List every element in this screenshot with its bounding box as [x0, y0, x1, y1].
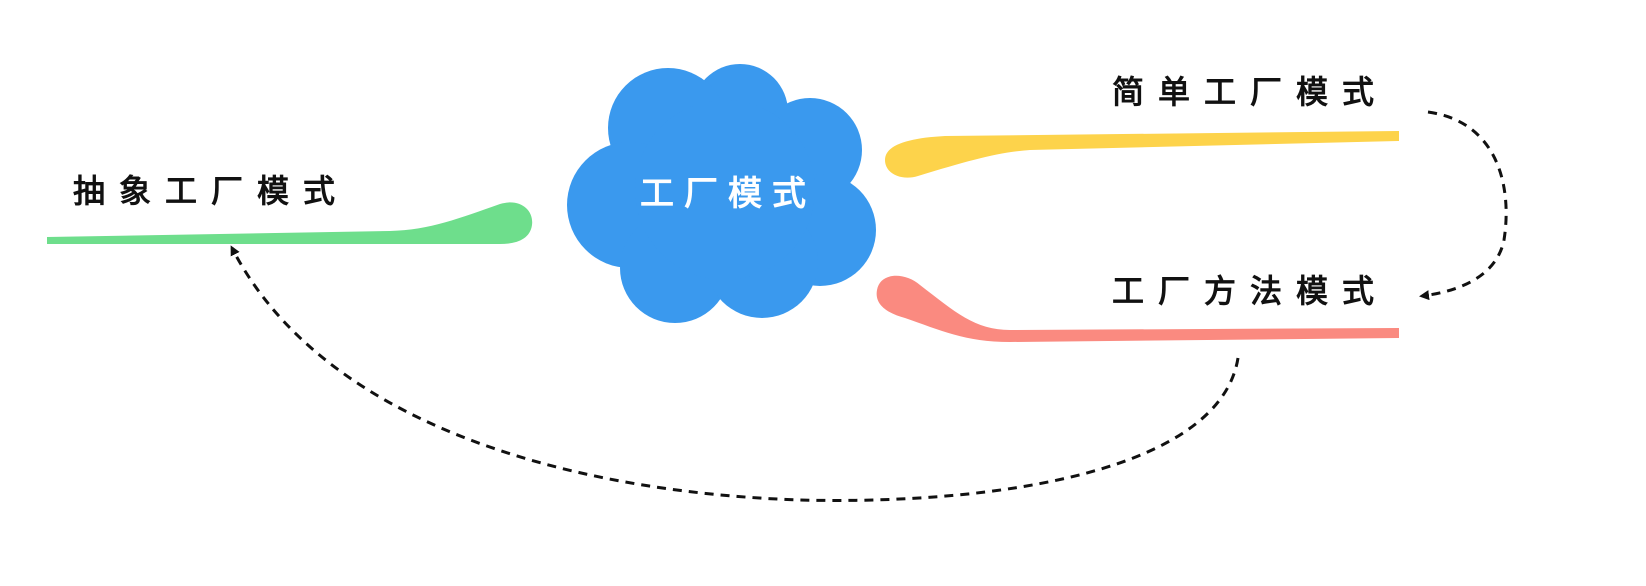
relation-arrow-method-to-abstract: [230, 245, 1240, 502]
branch-abstract-factory-label: 抽象工厂模式: [73, 172, 349, 210]
branch-factory-method[interactable]: 工厂方法模式: [876, 272, 1399, 342]
relation-arrow-simple-to-method: [1419, 110, 1508, 301]
branch-factory-method-connector: [876, 275, 1399, 342]
cloud-shape: [567, 64, 876, 323]
branch-abstract-factory[interactable]: 抽象工厂模式: [47, 172, 533, 244]
branch-simple-factory-connector: [885, 131, 1399, 178]
branch-abstract-factory-connector: [47, 202, 533, 244]
branch-factory-method-label: 工厂方法模式: [1112, 272, 1388, 310]
branch-simple-factory-label: 简单工厂模式: [1112, 73, 1388, 111]
branch-simple-factory[interactable]: 简单工厂模式: [885, 73, 1399, 178]
central-topic-label: 工厂模式: [640, 174, 816, 214]
central-topic-cloud[interactable]: 工厂模式: [567, 64, 876, 323]
